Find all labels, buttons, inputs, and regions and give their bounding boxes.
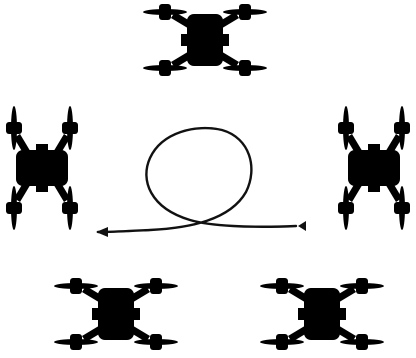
path-start-marker — [298, 221, 306, 231]
drone-bottom-right — [260, 278, 384, 350]
drone-left — [6, 106, 78, 230]
flight-path-loop — [98, 128, 296, 232]
drone-right — [338, 106, 410, 230]
drone-top — [143, 4, 267, 76]
drone-bottom-left — [54, 278, 178, 350]
